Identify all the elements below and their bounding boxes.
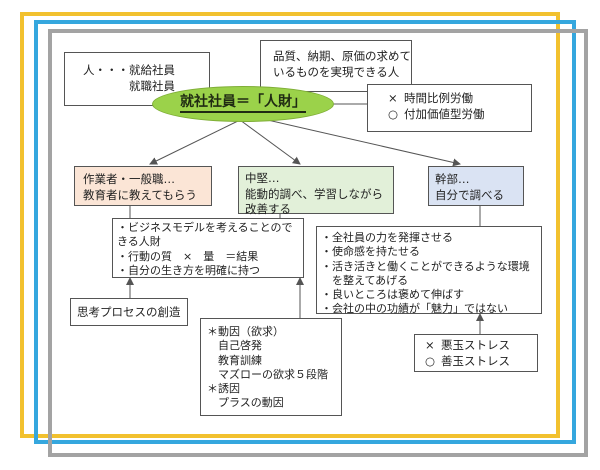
business-model-box: ・ビジネスモデルを考えることので きる人財 ・行動の質 × 量 ＝結果 ・自分の…: [112, 218, 304, 278]
labor-item-label: 付加価値型労働: [404, 106, 485, 121]
quality-definition-line-2: いるものを実現できる人: [273, 64, 400, 79]
quality-definition-line-1: 品質、納期、原価の求めて: [273, 49, 411, 63]
cross-mark-icon: ×: [425, 338, 435, 352]
exec-detail-line: ・活き活きと働くことができるような環境: [321, 259, 530, 273]
exec-level-line-2: 自分で調べる: [435, 187, 504, 202]
exec-detail-line: ・使命感を持たせる: [321, 245, 420, 259]
business-model-line: ・行動の質 × 量 ＝結果: [117, 249, 259, 263]
central-title-ellipse: 就社社員＝「人財」: [152, 86, 334, 122]
exec-detail-line: ・良いところは褒めて伸ばす: [321, 288, 464, 302]
motivation-line: 教育訓練: [207, 353, 262, 367]
stress-item-label: 善玉ストレス: [441, 353, 510, 368]
labor-type-box: × 時間比例労働 ○ 付加価値型労働: [367, 84, 532, 132]
gray-frame: [48, 29, 588, 457]
motivation-box: ＊動因（欲求） 自己啓発 教育訓練 マズローの欲求５段階 ＊誘因 プラスの動因: [200, 318, 342, 416]
mid-level-line-3: 改善する: [245, 202, 291, 217]
arrow-to-exec: [249, 115, 461, 167]
thinking-process-label: 思考プロセスの創造: [77, 305, 181, 319]
worker-level-line-1: 作業者・一般職…: [83, 172, 175, 186]
cross-mark-icon: ×: [388, 91, 398, 105]
business-model-line: ・ビジネスモデルを考えることので: [117, 221, 293, 234]
exec-level-box: 幹部… 自分で調べる: [428, 166, 524, 206]
motivation-line: ＊動因（欲求）: [207, 325, 284, 338]
motivation-line: プラスの動因: [207, 396, 284, 410]
labor-item: ○ 付加価値型労働: [388, 107, 531, 123]
thinking-process-box: 思考プロセスの創造: [70, 298, 188, 326]
central-title: 就社社員＝「人財」: [180, 94, 306, 113]
circle-mark-icon: ○: [388, 106, 399, 121]
stress-item-label: 悪玉ストレス: [441, 338, 510, 352]
business-model-line: ・自分の生き方を明確に持つ: [117, 263, 260, 277]
exec-detail-box: ・全社員の力を発揮させる ・使命感を持たせる ・活き活きと働くことができるような…: [316, 226, 542, 316]
worker-level-box: 作業者・一般職… 教育者に教えてもらう: [74, 166, 212, 206]
employee-definition-line-1: 人・・・就給社員: [83, 63, 175, 77]
stress-item: ○ 善玉ストレス: [425, 354, 537, 370]
stress-item: × 悪玉ストレス: [425, 338, 537, 354]
labor-item-label: 時間比例労働: [404, 91, 473, 105]
exec-detail-line: ・会社の中の功績が「魅力」ではない: [321, 302, 508, 316]
labor-item: × 時間比例労働: [388, 91, 531, 107]
quality-definition-box: 品質、納期、原価の求めて いるものを実現できる人: [260, 40, 412, 92]
motivation-line: 自己啓発: [207, 339, 262, 353]
motivation-line: マズローの欲求５段階: [207, 367, 328, 381]
stress-box: × 悪玉ストレス ○ 善玉ストレス: [414, 334, 538, 372]
mid-level-line-2: 能動的調べ、学習しながら: [245, 186, 383, 201]
motivation-line: ＊誘因: [207, 382, 240, 396]
arrow-to-worker: [149, 119, 241, 165]
yellow-frame: [20, 12, 560, 438]
circle-mark-icon: ○: [425, 353, 436, 368]
blue-frame: [34, 20, 576, 444]
exec-level-line-1: 幹部…: [435, 172, 470, 186]
mid-level-line-1: 中堅…: [245, 171, 280, 185]
arrow-to-mid: [239, 119, 301, 165]
exec-detail-line: を整えてあげる: [321, 273, 409, 287]
employee-definition-line-2: 就職社員: [83, 78, 175, 93]
worker-level-line-2: 教育者に教えてもらう: [83, 187, 197, 202]
exec-detail-line: ・全社員の力を発揮させる: [321, 231, 453, 244]
business-model-line: きる人財: [117, 235, 161, 249]
mid-level-box: 中堅… 能動的調べ、学習しながら 改善する: [238, 166, 394, 216]
